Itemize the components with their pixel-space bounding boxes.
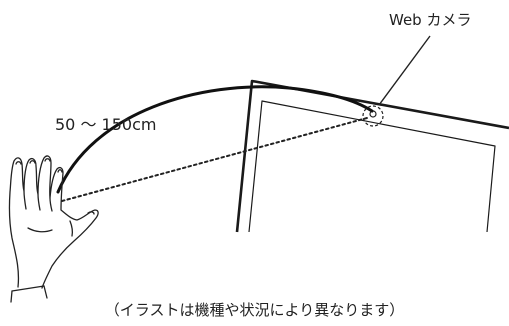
caption: （イラストは機種や状況により異なります） [104, 301, 405, 319]
webcam-label: Web カメラ [389, 11, 472, 29]
webcam-leader-line [378, 35, 431, 106]
distance-arc [56, 85, 374, 194]
distance-label: 50 ～ 150cm [55, 115, 157, 134]
sight-dotted-line [61, 117, 368, 202]
hand-illustration [8, 155, 99, 303]
camera-highlight-circle [362, 105, 384, 127]
web-camera [362, 105, 384, 127]
monitor-screen-edge [248, 100, 496, 233]
monitor-frame [235, 79, 509, 233]
